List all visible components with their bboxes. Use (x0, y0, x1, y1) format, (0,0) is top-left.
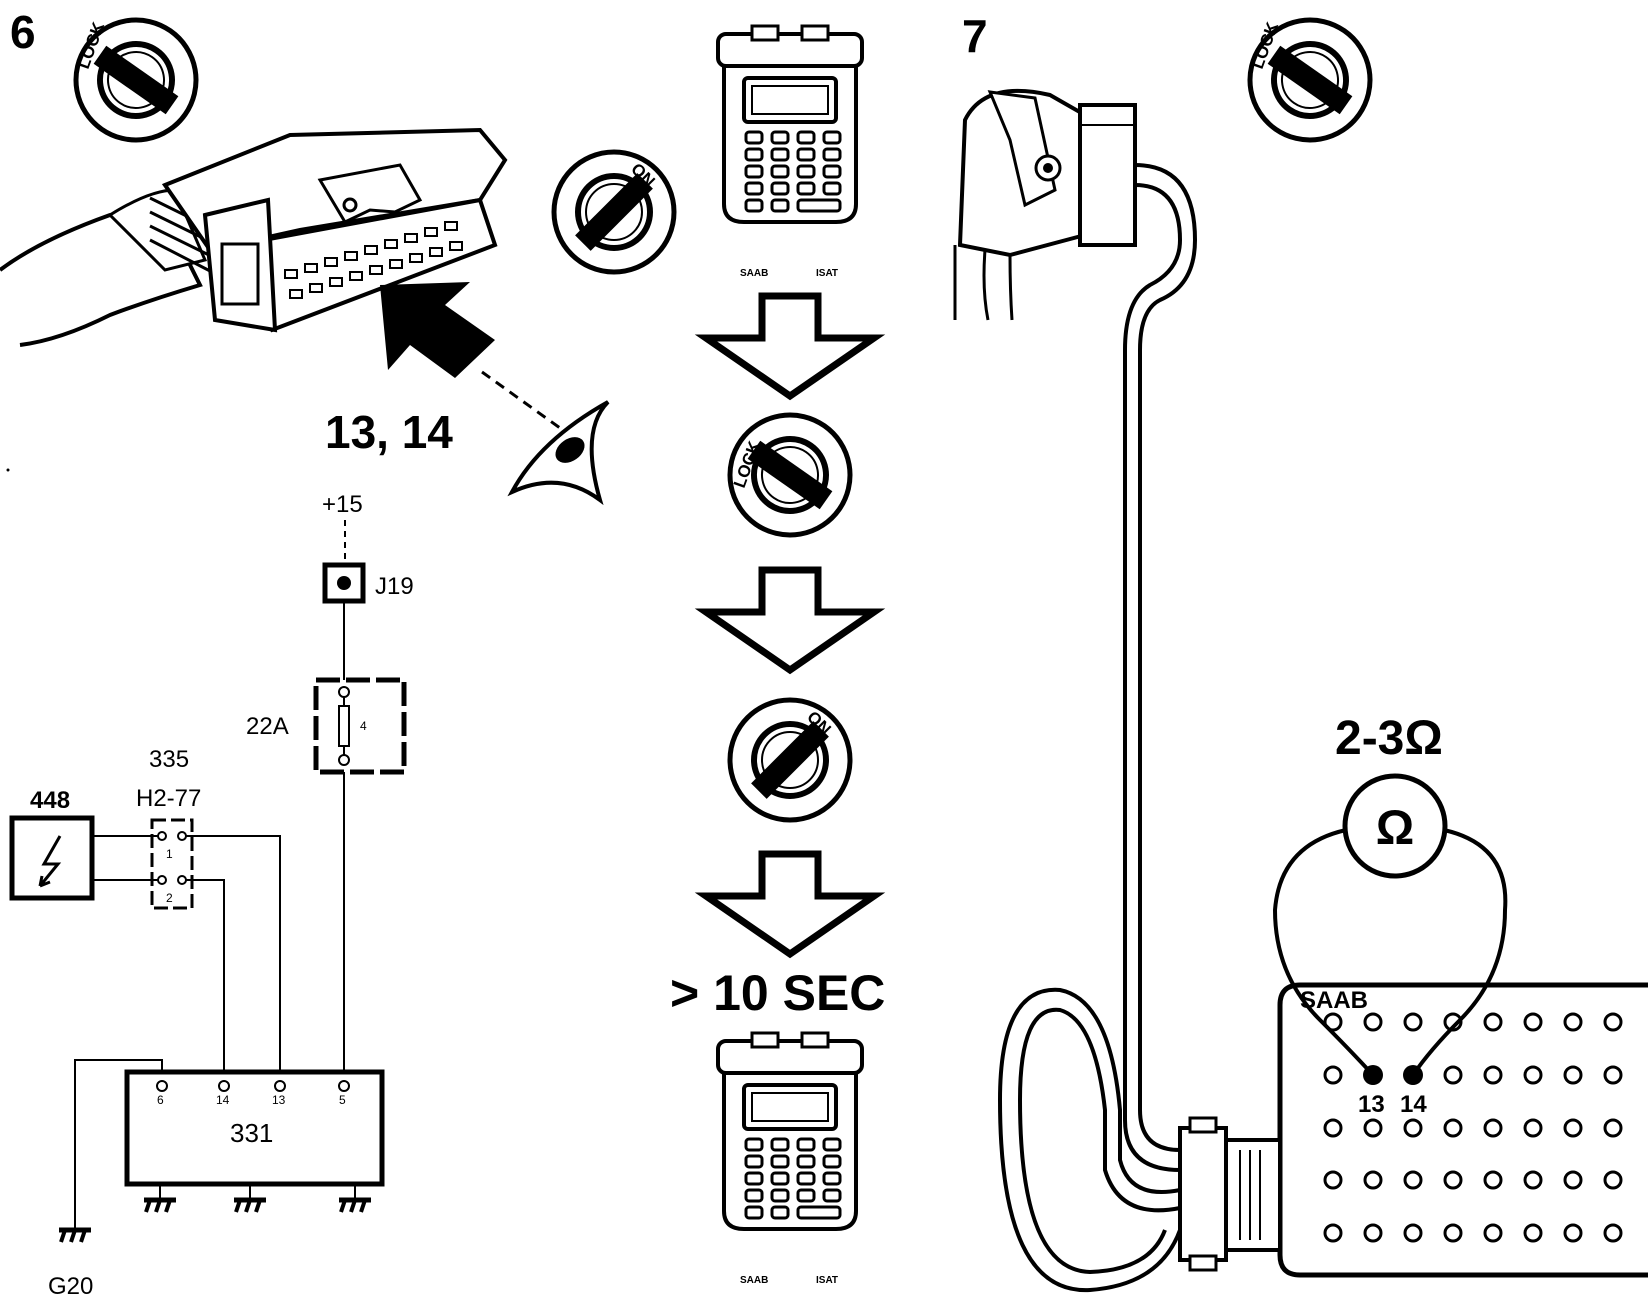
scan-tool-brand-left: SAAB (740, 268, 768, 279)
cu-pin-13: 13 (272, 1093, 286, 1107)
pins-label: 13, 14 (325, 406, 453, 458)
eye-icon (507, 400, 610, 506)
inspect-arrow-icon (380, 282, 495, 378)
down-arrow-icon (706, 854, 874, 954)
pin-1-label: 1 (166, 847, 173, 861)
ground-icon (339, 1200, 371, 1212)
lightning-icon (38, 835, 62, 888)
on-switch-icon: ON (705, 675, 875, 845)
cable-plug-icon (1178, 1116, 1282, 1272)
pin-14-label: 14 (1400, 1091, 1427, 1118)
ecu-connector-icon (0, 127, 508, 347)
scan-tool-brand-right: ISAT (816, 268, 838, 279)
scan-tool-icon: SAAB ISAT (716, 1031, 864, 1286)
ohm-symbol: Ω (1376, 802, 1414, 855)
sensor-448 (9, 815, 95, 901)
breakout-box: SAAB 13 14 (1277, 982, 1648, 1278)
fuse-icon (338, 705, 350, 747)
on-switch-icon: ON (529, 127, 699, 297)
scan-tool-icon: SAAB ISAT (716, 24, 864, 279)
connector-h2-label: H2-77 (136, 785, 201, 812)
connector-335-label: 335 (149, 746, 189, 773)
cu-pin-5: 5 (339, 1093, 346, 1107)
ohmmeter-icon: Ω (1272, 773, 1508, 1077)
cu-pin-6: 6 (157, 1093, 164, 1107)
resistance-label: 2-3Ω (1335, 712, 1443, 765)
lock-switch-icon: LOCK (1226, 0, 1393, 164)
sight-line (481, 370, 561, 430)
sensor-label: 448 (30, 787, 70, 814)
down-arrow-icon (706, 296, 874, 396)
fuse-box (313, 677, 407, 775)
scan-tool-brand-right: ISAT (816, 1275, 838, 1286)
lock-switch-icon: LOCK (706, 391, 873, 558)
fuse-number: 4 (360, 719, 367, 733)
wiring-diagram: +15 J19 4 22A 335 H2-77 1 2 448 (9, 491, 414, 1300)
lock-switch-icon: LOCK (52, 0, 219, 164)
ground-label: G20 (48, 1273, 93, 1300)
down-arrow-icon (706, 570, 874, 670)
pin-2-label: 2 (166, 891, 173, 905)
adapter-connector-icon (953, 88, 1137, 321)
scan-tool-brand-left: SAAB (740, 1275, 768, 1286)
fuse-label: 22A (246, 713, 289, 740)
test-cable (997, 163, 1198, 1293)
cu-pin-14: 14 (216, 1093, 230, 1107)
pin-13-label: 13 (1358, 1091, 1385, 1118)
ground-icon (144, 1200, 176, 1212)
speck (6, 468, 10, 472)
ground-icon (234, 1200, 266, 1212)
duration-label: > 10 SEC (670, 965, 885, 1021)
connector-j19-label: J19 (375, 573, 414, 600)
control-unit-label: 331 (230, 1118, 273, 1148)
step7-number: 7 (962, 10, 988, 62)
step6-number: 6 (10, 6, 36, 58)
supply-label: +15 (322, 491, 363, 518)
ground-icon (59, 1230, 91, 1242)
control-unit-331 (124, 1069, 385, 1187)
